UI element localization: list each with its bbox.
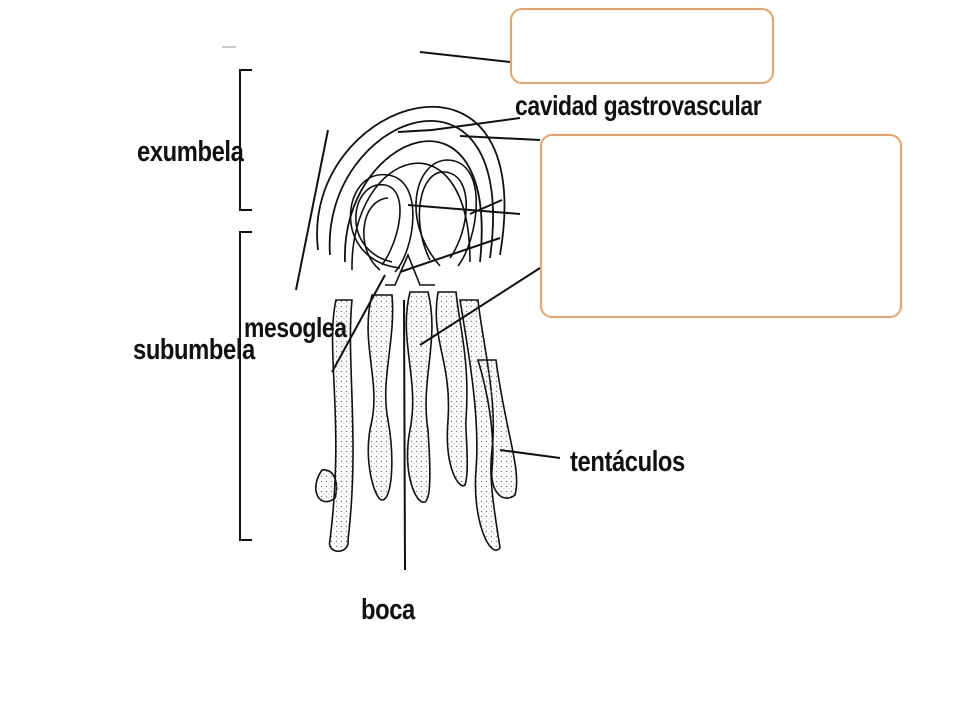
left-lobe	[349, 174, 414, 273]
bracket-subumbela	[239, 231, 252, 541]
label-boca: boca	[361, 594, 415, 626]
tentacles	[315, 291, 518, 553]
answer-box-right[interactable]	[540, 134, 902, 318]
label-exumbela: exumbela	[137, 136, 244, 168]
label-cavidad-gastrovascular: cavidad gastrovascular	[515, 90, 762, 121]
label-tentaculos: tentáculos	[570, 446, 685, 478]
right-lobe	[415, 159, 477, 267]
leader-lines	[295, 51, 561, 571]
manubrium	[385, 252, 435, 286]
bell	[316, 105, 506, 263]
answer-box-top[interactable]	[510, 8, 774, 84]
bracket-exumbela	[239, 69, 252, 211]
label-subumbela: subumbela	[133, 334, 255, 366]
label-mesoglea: mesoglea	[244, 312, 347, 343]
